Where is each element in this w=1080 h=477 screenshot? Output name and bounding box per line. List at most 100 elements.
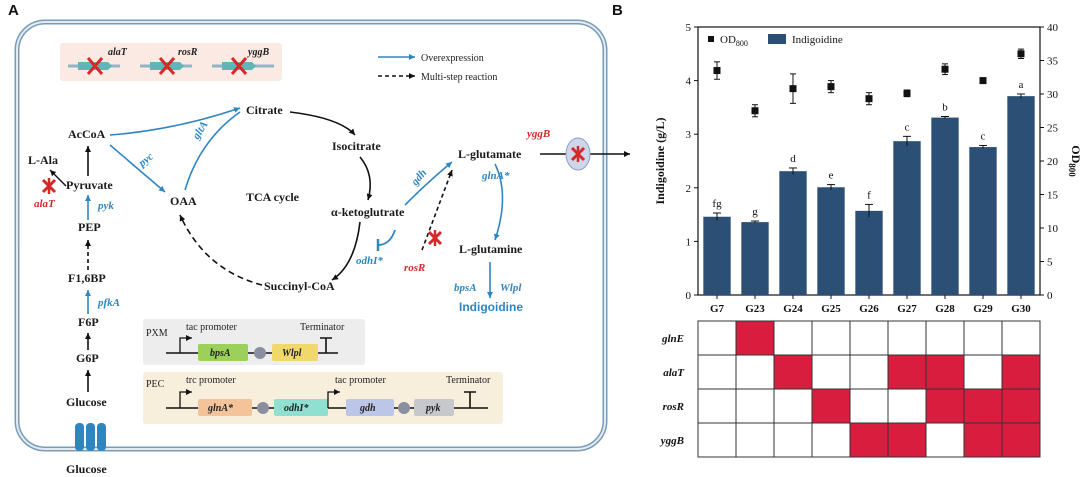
akg: α-ketoglutrate xyxy=(331,205,405,219)
od-point-G28 xyxy=(941,65,949,73)
y-tick-2: 2 xyxy=(686,183,692,195)
y-tick-4: 4 xyxy=(686,76,692,88)
x-tick-G24: G24 xyxy=(783,303,803,315)
bpsa-label: bpsA xyxy=(454,282,477,294)
pxm-name: PXM xyxy=(146,328,168,339)
x-tick-G7: G7 xyxy=(710,303,725,315)
grid-cell-alaT-G27 xyxy=(887,354,927,390)
y2-tick-25: 25 xyxy=(1047,123,1059,135)
od-point-G24 xyxy=(789,85,797,93)
yggb-enzyme-label: yggB xyxy=(525,128,550,140)
pec-promoter1: trc promoter xyxy=(186,375,236,386)
y2-tick-0: 0 xyxy=(1047,290,1053,302)
grid-cell-yggB-G25 xyxy=(811,422,851,458)
grid-cell-rosR-G29 xyxy=(963,388,1003,424)
grid-row-label-glnE: glnE xyxy=(661,333,684,345)
alat-label: alaT xyxy=(108,47,128,58)
pec-gene-gdh: gdh xyxy=(359,403,376,414)
legend-multistep: Multi-step reaction xyxy=(421,72,497,83)
sig-label-G30: a xyxy=(1019,79,1024,91)
bar-G7 xyxy=(703,216,731,295)
grid-cell-alaT-G29 xyxy=(963,354,1003,390)
bar-G24 xyxy=(779,171,807,295)
rosr-knockout-mark xyxy=(427,230,443,246)
grid-cell-yggB-G24 xyxy=(773,422,813,458)
sig-label-G24: d xyxy=(790,153,796,165)
cell-membrane-inner xyxy=(16,21,606,450)
grid-row-label-alaT: alaT xyxy=(663,367,685,379)
od-point-G29 xyxy=(979,77,987,85)
grid-cell-glnE-G28 xyxy=(925,320,965,356)
y2-tick-10: 10 xyxy=(1047,223,1059,235)
isocitrate: Isocitrate xyxy=(332,139,381,153)
sig-label-G23: g xyxy=(752,206,758,218)
grid-cell-alaT-G25 xyxy=(811,354,851,390)
glucose-internal: Glucose xyxy=(66,395,107,409)
grid-cell-yggB-G23 xyxy=(735,422,775,458)
sig-label-G28: b xyxy=(942,102,948,114)
grid-cell-rosR-G27 xyxy=(887,388,927,424)
y2-tick-30: 30 xyxy=(1047,89,1059,101)
pxm-promoter: tac promoter xyxy=(186,322,237,333)
odhi-label: odhI* xyxy=(356,255,383,267)
pyk-label: pyk xyxy=(97,200,114,212)
od-point-G25 xyxy=(827,83,835,91)
deleted-genes-box: alaT rosR yggB xyxy=(60,43,282,81)
oaa: OAA xyxy=(170,194,197,208)
pec-gene-glna: glnA* xyxy=(207,403,234,414)
y2-tick-20: 20 xyxy=(1047,156,1059,168)
grid-row-label-yggB: yggB xyxy=(659,435,684,447)
pfka-label: pfkA xyxy=(97,297,120,309)
panel-b-label: B xyxy=(612,2,623,19)
grid-cell-alaT-G26 xyxy=(849,354,889,390)
grid-cell-glnE-G27 xyxy=(887,320,927,356)
od-point-G27 xyxy=(903,89,911,97)
rosr-deletion: rosR xyxy=(140,47,198,75)
pec-construct: PEC trc promoter tac promoter Terminator… xyxy=(143,372,503,424)
od-point-G23 xyxy=(751,107,759,115)
alat-deletion: alaT xyxy=(68,47,128,75)
od-points-layer xyxy=(713,48,1025,118)
grid-cell-rosR-G24 xyxy=(773,388,813,424)
grid-cell-yggB-G30 xyxy=(1001,422,1041,458)
grid-cell-rosR-G25 xyxy=(811,388,851,424)
accoa: AcCoA xyxy=(68,127,106,141)
alat-knockout-mark xyxy=(41,178,57,194)
y2-axis-label: OD800 xyxy=(1067,145,1080,177)
y2-tick-15: 15 xyxy=(1047,190,1059,202)
glucose-external: Glucose xyxy=(66,462,107,476)
grid-cell-yggB-G28 xyxy=(925,422,965,458)
y-tick-1: 1 xyxy=(686,236,692,248)
y2-tick-35: 35 xyxy=(1047,56,1059,68)
bar-G27 xyxy=(893,141,921,295)
od-point-G30 xyxy=(1017,50,1025,58)
sig-label-G29: c xyxy=(981,130,986,142)
pxm-terminator: Terminator xyxy=(300,322,345,333)
od-point-G7 xyxy=(713,67,721,75)
pec-terminator: Terminator xyxy=(446,375,491,386)
glucose-transporter-icon xyxy=(75,423,106,451)
bar-G29 xyxy=(969,147,997,295)
pep: PEP xyxy=(78,220,101,234)
chart-legend: OD800 Indigoidine xyxy=(708,34,843,48)
f16bp: F1,6BP xyxy=(68,271,106,285)
wlpl-label: Wlpl xyxy=(500,282,522,294)
panel-a-label: A xyxy=(8,2,19,19)
grid-cell-glnE-G7 xyxy=(697,320,737,356)
bar-G25 xyxy=(817,187,845,295)
x-tick-G26: G26 xyxy=(859,303,879,315)
grid-cell-alaT-G30 xyxy=(1001,354,1041,390)
y-tick-5: 5 xyxy=(686,22,692,34)
od-point-G26 xyxy=(865,95,873,103)
pec-gene-pyk: pyk xyxy=(425,403,440,414)
legend-indigoidine: Indigoidine xyxy=(792,34,843,46)
grid-cell-rosR-G26 xyxy=(849,388,889,424)
grid-cell-yggB-G29 xyxy=(963,422,1003,458)
